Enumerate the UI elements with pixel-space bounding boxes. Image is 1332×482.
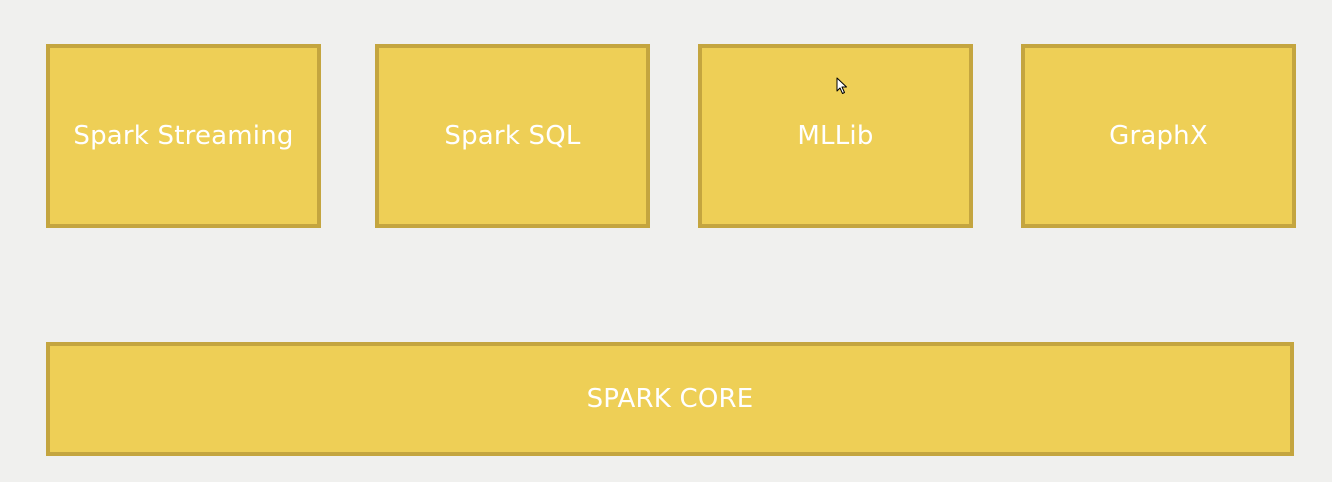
spark-streaming-box: Spark Streaming — [46, 44, 321, 228]
spark-core-box: SPARK CORE — [46, 342, 1294, 456]
spark-sql-box: Spark SQL — [375, 44, 650, 228]
spark-streaming-label: Spark Streaming — [73, 121, 294, 151]
mllib-label: MLLib — [797, 121, 874, 151]
graphx-box: GraphX — [1021, 44, 1296, 228]
mouse-pointer-icon — [836, 77, 847, 94]
graphx-label: GraphX — [1109, 121, 1208, 151]
spark-sql-label: Spark SQL — [444, 121, 581, 151]
spark-core-label: SPARK CORE — [586, 384, 754, 414]
mllib-box: MLLib — [698, 44, 973, 228]
